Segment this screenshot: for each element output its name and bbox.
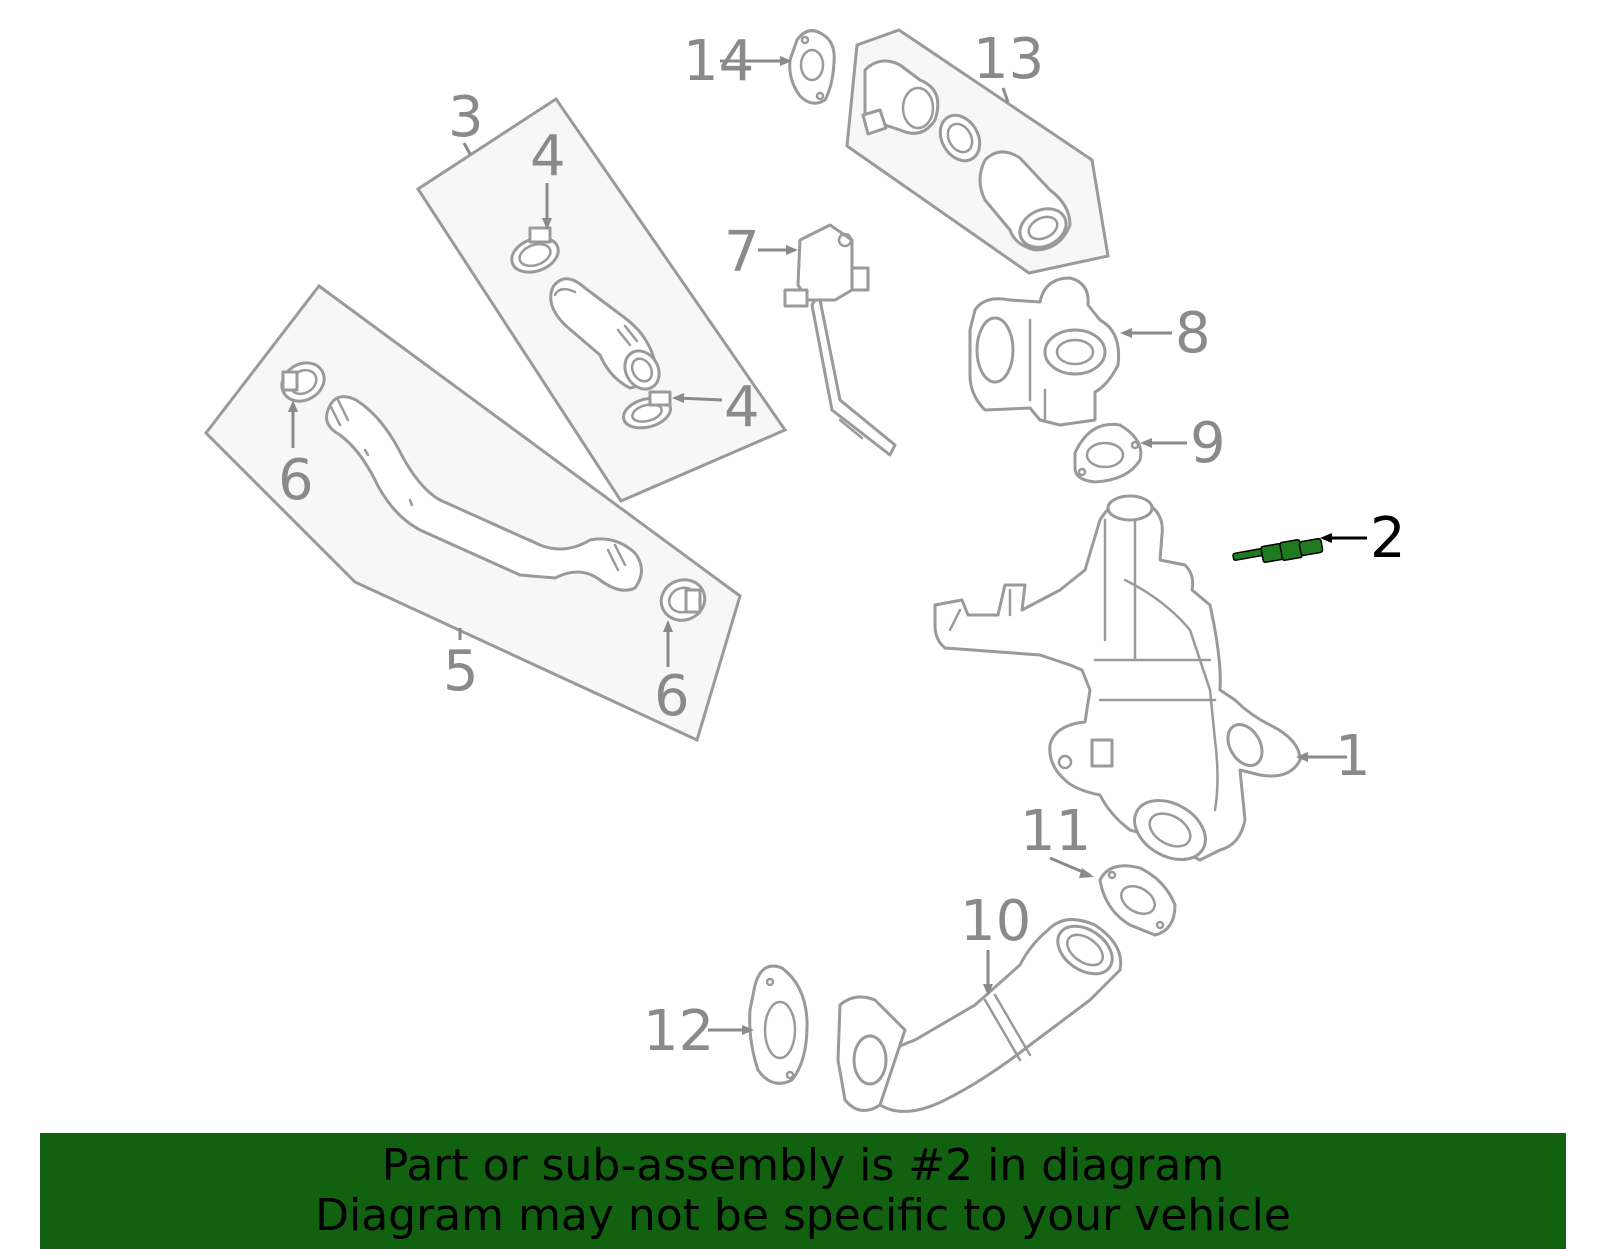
callout-6-right[interactable]: 6	[654, 664, 690, 729]
part-2-highlighted[interactable]	[1232, 537, 1324, 564]
part-5-hose[interactable]	[325, 395, 643, 592]
part-8-valve[interactable]	[968, 276, 1121, 427]
callout-7[interactable]: 7	[724, 220, 760, 285]
part-6-clamp-right[interactable]	[655, 574, 710, 627]
callout-6-left[interactable]: 6	[278, 448, 314, 513]
callout-10[interactable]: 10	[960, 889, 1031, 954]
callout-3[interactable]: 3	[448, 85, 484, 150]
callout-14[interactable]: 14	[683, 29, 754, 94]
callout-8[interactable]: 8	[1175, 301, 1211, 366]
callout-4-lower[interactable]: 4	[724, 375, 760, 440]
callout-5[interactable]: 5	[443, 639, 479, 704]
info-banner: Part or sub-assembly is #2 in diagram Di…	[40, 1133, 1566, 1249]
callout-1[interactable]: 1	[1335, 724, 1371, 789]
banner-line-part: Part or sub-assembly is #2 in diagram	[381, 1140, 1225, 1191]
callout-9[interactable]: 9	[1190, 411, 1226, 476]
part-9-gasket[interactable]	[1073, 422, 1143, 484]
part-4-clamp-lower[interactable]	[620, 390, 674, 433]
callout-4-upper[interactable]: 4	[530, 124, 566, 189]
callout-labels: 1 2 3 4 4 5 6 6 7 8 9 10 11 12 13 14	[278, 27, 1406, 1064]
part-14-gasket[interactable]	[788, 29, 836, 105]
callout-12[interactable]: 12	[643, 999, 714, 1064]
part-10-pipe[interactable]	[836, 916, 1123, 1113]
part-12-gasket[interactable]	[748, 964, 809, 1085]
part-1-egr-cooler[interactable]	[933, 494, 1302, 872]
leader-4-lower	[676, 396, 723, 402]
part-3-hose[interactable]	[549, 277, 666, 396]
callout-2[interactable]: 2	[1370, 506, 1406, 571]
callout-11[interactable]: 11	[1020, 799, 1091, 864]
part-7-sensor[interactable]	[783, 223, 897, 457]
callout-13[interactable]: 13	[973, 27, 1044, 92]
leader-lines	[288, 56, 1367, 1035]
part-13-assembly[interactable]	[861, 59, 1072, 254]
banner-line-disclaimer: Diagram may not be specific to your vehi…	[315, 1190, 1291, 1241]
part-11-gasket[interactable]	[1098, 864, 1177, 937]
part-4-clamp-upper[interactable]	[507, 226, 563, 278]
part-6-clamp-left[interactable]	[275, 355, 331, 408]
